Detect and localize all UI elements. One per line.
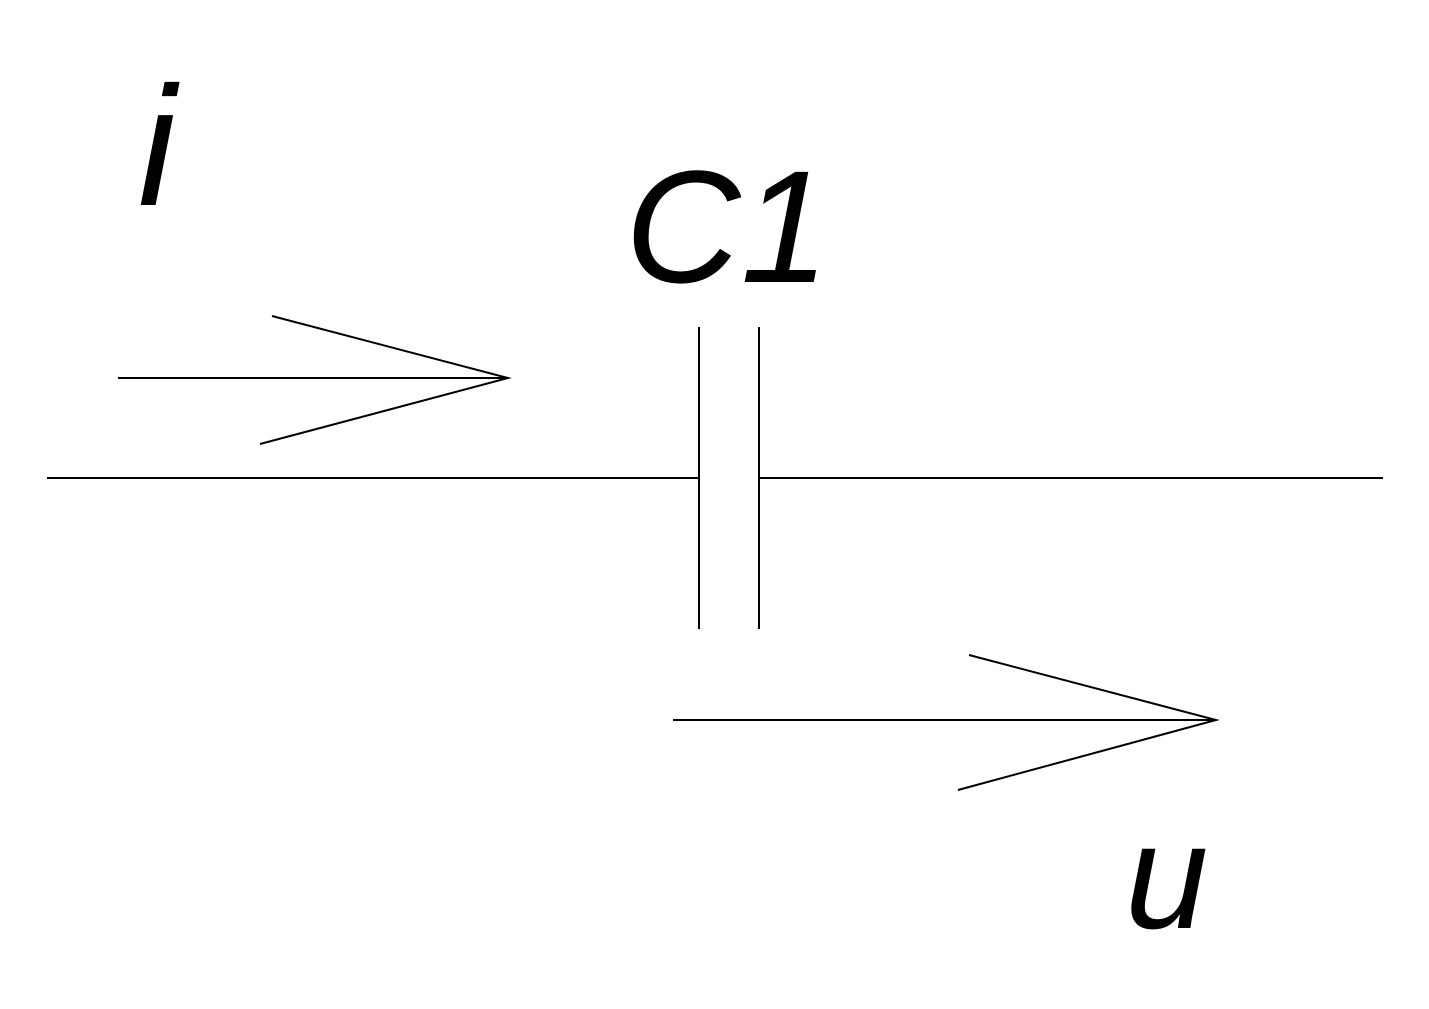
current-arrow	[118, 315, 512, 445]
current-arrow-head	[259, 315, 512, 445]
voltage-arrow	[673, 654, 1220, 791]
capacitor-label: C1	[625, 137, 830, 316]
current-label: i	[138, 52, 180, 242]
voltage-label: u	[1125, 792, 1208, 960]
capacitor-symbol	[698, 327, 760, 629]
voltage-arrow-head	[957, 654, 1220, 791]
